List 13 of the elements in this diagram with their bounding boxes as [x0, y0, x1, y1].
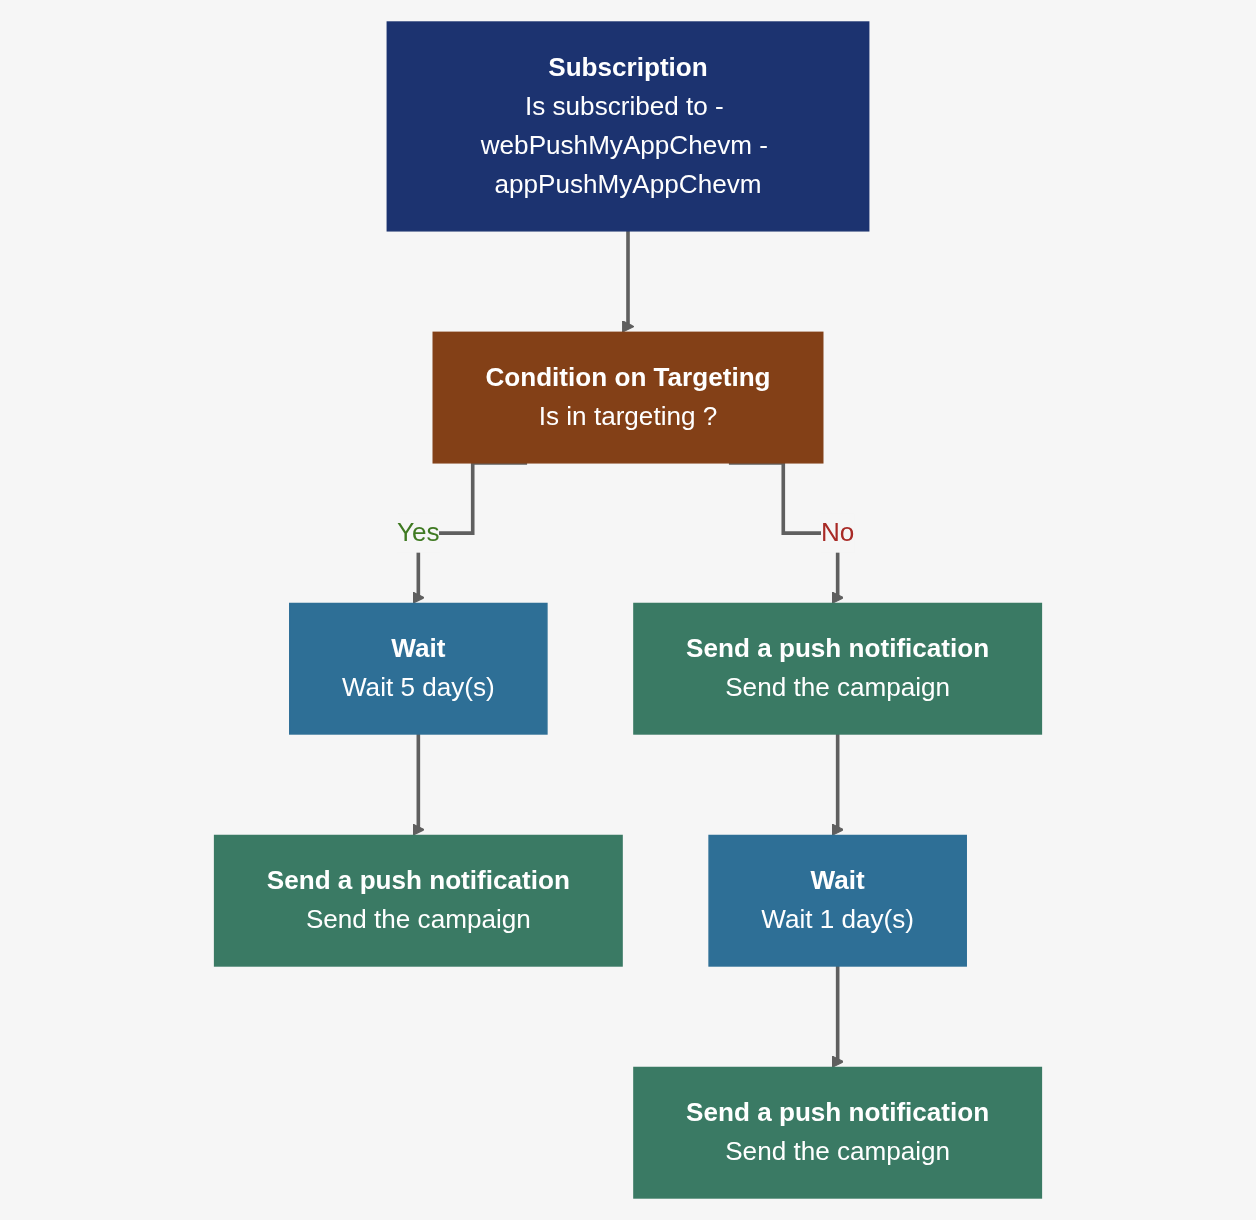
edge-label: No	[820, 517, 855, 547]
node-box: Wait Wait 5 day(s)	[289, 602, 548, 735]
node-box: Wait Wait 1 day(s)	[708, 834, 967, 967]
node-box: Condition on Targeting Is in targeting ?	[432, 331, 824, 464]
node-box: Send a push notification Send the campaign	[213, 834, 623, 967]
arrow	[831, 964, 845, 1069]
edge-label: Yes	[397, 517, 440, 547]
node-box: Subscription Is subscribed to - webPushMyAppChevm - appPushMyAppChevm	[386, 21, 870, 232]
arrow	[411, 732, 425, 837]
node-box: Send a push notification Send the campaign	[633, 602, 1043, 735]
arrow	[831, 732, 845, 837]
arrow	[621, 229, 635, 333]
node-box: Send a push notification Send the campaign	[633, 1066, 1043, 1199]
